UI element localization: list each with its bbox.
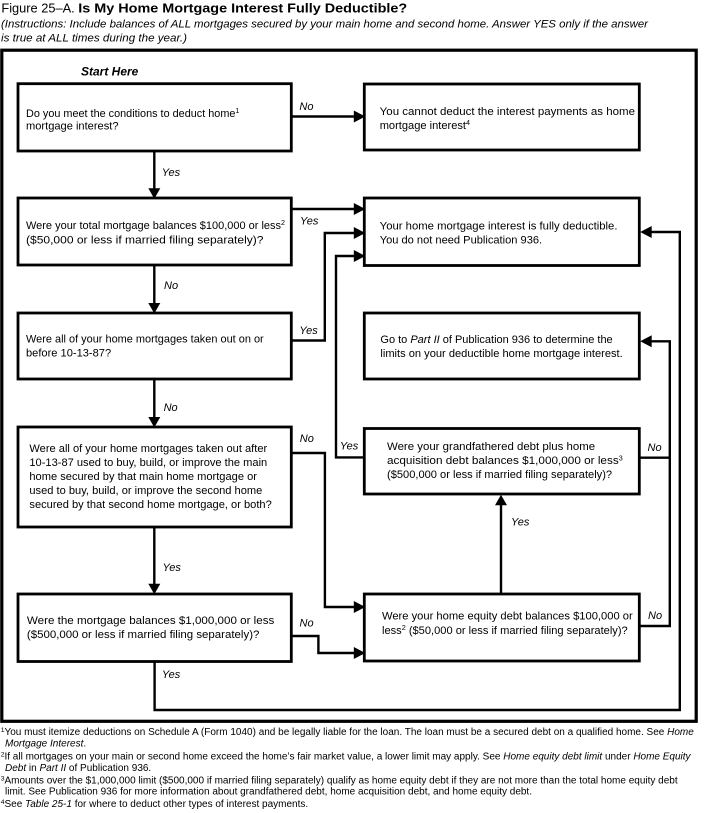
svg-text:10-13-87 used to buy, build, o: 10-13-87 used to buy, build, or improve … — [29, 457, 267, 469]
svg-text:($500,000 or less if married f: ($500,000 or less if married filing sepa… — [387, 469, 612, 481]
svg-text:limits on your deductible home: limits on your deductible home mortgage … — [380, 348, 622, 360]
svg-text:Yes: Yes — [299, 325, 318, 337]
svg-text:Were all of your home mortgage: Were all of your home mortgages taken ou… — [29, 443, 267, 455]
svg-text:(Instructions: Include balance: (Instructions: Include balances of ALL m… — [1, 19, 649, 31]
svg-text:Were your home equity debt bal: Were your home equity debt balances $100… — [382, 611, 633, 623]
svg-text:No: No — [648, 442, 662, 454]
svg-text:Start Here: Start Here — [81, 65, 139, 79]
svg-text:home secured by that main home: home secured by that main home mortgage … — [29, 471, 257, 483]
svg-text:Yes: Yes — [162, 167, 181, 179]
svg-text:Yes: Yes — [511, 517, 530, 529]
svg-text:You do not need Publication 93: You do not need Publication 936. — [380, 234, 542, 246]
svg-text:mortgage interest4: mortgage interest4 — [380, 118, 470, 132]
svg-text:before 10-13-87?: before 10-13-87? — [26, 348, 111, 360]
svg-text:mortgage interest?: mortgage interest? — [26, 121, 119, 133]
svg-text:No: No — [164, 402, 178, 414]
svg-text:No: No — [300, 433, 314, 445]
svg-text:Were your total mortgage balan: Were your total mortgage balances $100,0… — [26, 218, 285, 232]
svg-text:Yes: Yes — [340, 440, 359, 452]
svg-text:Yes: Yes — [162, 669, 181, 681]
svg-text:Debt in Part II of Publication: Debt in Part II of Publication 936. — [5, 763, 151, 774]
svg-text:Your home mortgage interest is: Your home mortgage interest is fully ded… — [380, 220, 618, 232]
svg-text:Yes: Yes — [163, 562, 182, 574]
svg-text:Go to Part II of Publication 9: Go to Part II of Publication 936 to dete… — [380, 334, 612, 346]
svg-text:No: No — [299, 101, 313, 113]
svg-text:Were all of your home mortgage: Were all of your home mortgages taken ou… — [26, 334, 264, 346]
svg-text:Yes: Yes — [300, 215, 319, 227]
svg-text:acquisition debt balances $1,0: acquisition debt balances $1,000,000 or … — [387, 453, 623, 467]
svg-text:less2 ($50,000 or less if marr: less2 ($50,000 or less if married filing… — [382, 623, 628, 637]
svg-text:Were your grandfathered debt p: Were your grandfathered debt plus home — [387, 441, 595, 453]
svg-text:secured by that second home mo: secured by that second home mortgage, or… — [29, 499, 271, 511]
svg-text:used to buy, build, or improve: used to buy, build, or improve the secon… — [29, 485, 262, 497]
svg-text:Were the mortgage balances $1,: Were the mortgage balances $1,000,000 or… — [27, 615, 275, 627]
svg-text:4See Table 25-1 for where to d: 4See Table 25-1 for where to deduct othe… — [1, 799, 309, 810]
svg-text:2If all mortgages on your main: 2If all mortgages on your main or second… — [1, 751, 692, 762]
svg-text:No: No — [300, 618, 314, 630]
svg-text:($50,000 or less if married fi: ($50,000 or less if married filing separ… — [26, 235, 264, 247]
svg-text:3Amounts over the $1,000,000 l: 3Amounts over the $1,000,000 limit ($500… — [1, 776, 678, 787]
svg-text:($500,000 or less if married f: ($500,000 or less if married filing sepa… — [27, 629, 260, 641]
svg-text:No: No — [648, 610, 662, 622]
svg-text:is true at ALL times during th: is true at ALL times during the year.) — [1, 33, 187, 45]
svg-text:You cannot deduct the interest: You cannot deduct the interest payments … — [380, 106, 635, 118]
svg-text:limit. See Publication 936 for: limit. See Publication 936 for more info… — [5, 787, 532, 798]
svg-text:1You must itemize deductions o: 1You must itemize deductions on Schedule… — [1, 727, 695, 738]
svg-text:Figure 25–A. Is My Home Mortga: Figure 25–A. Is My Home Mortgage Interes… — [1, 1, 407, 16]
svg-text:Do you meet the conditions to: Do you meet the conditions to deduct hom… — [26, 106, 239, 120]
svg-text:No: No — [164, 280, 178, 292]
svg-text:Mortgage Interest.: Mortgage Interest. — [5, 739, 86, 750]
